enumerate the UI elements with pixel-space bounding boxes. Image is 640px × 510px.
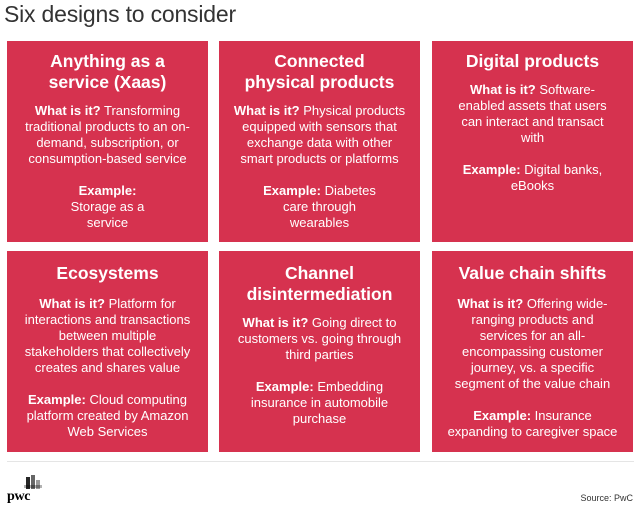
example-label: Example: <box>78 183 137 198</box>
page-title: Six designs to consider <box>4 1 236 27</box>
card-digital-products: Digital products What is it? Software-en… <box>432 41 633 242</box>
card-title: Digital products <box>465 51 600 71</box>
card-channel-disintermediation: Channel disintermediation What is it? Go… <box>219 251 420 452</box>
what-text: Transforming traditional products to an … <box>25 103 190 166</box>
footer-divider <box>7 461 634 462</box>
example-text: Embedding insurance in automobile purcha… <box>250 379 389 426</box>
example-label: Example: <box>263 183 321 198</box>
card-example: Example: Digital banks, eBooks <box>442 162 623 194</box>
card-what: What is it? Software-enabled assets that… <box>442 82 623 146</box>
what-text: Offering wide-ranging products and servi… <box>454 296 611 391</box>
example-text: Digital banks, eBooks <box>510 162 603 193</box>
card-example: Example: Embedding insurance in automobi… <box>229 379 410 427</box>
example-text: Diabetes care through wearables <box>283 183 376 230</box>
what-label: What is it? <box>242 315 309 330</box>
card-what: What is it? Transforming traditional pro… <box>17 103 198 167</box>
example-text: Storage as a service <box>70 199 145 230</box>
what-label: What is it? <box>470 82 536 97</box>
what-text: Physical products equipped with sensors … <box>240 103 406 166</box>
card-what: What is it? Offering wide-ranging produc… <box>442 296 623 392</box>
card-title: Ecosystems <box>56 263 159 283</box>
designs-grid: Anything as a service (Xaas) What is it?… <box>7 41 634 452</box>
example-text: Cloud computing platform created by Amaz… <box>26 392 189 439</box>
card-title: Connected physical products <box>244 51 395 92</box>
what-label: What is it? <box>34 103 101 118</box>
card-title: Value chain shifts <box>458 263 607 283</box>
what-label: What is it? <box>233 103 300 118</box>
card-value-chain-shifts: Value chain shifts What is it? Offering … <box>432 251 633 452</box>
card-title: Anything as a service (Xaas) <box>48 51 167 92</box>
card-what: What is it? Physical products equipped w… <box>229 103 410 167</box>
example-label: Example: <box>462 162 521 177</box>
example-label: Example: <box>473 408 532 423</box>
card-what: What is it? Platform for interactions an… <box>17 296 198 376</box>
pwc-logo <box>6 475 46 505</box>
card-example: Example: Storage as a service <box>17 183 198 231</box>
card-xaas: Anything as a service (Xaas) What is it?… <box>7 41 208 242</box>
card-title: Channel disintermediation <box>246 263 393 304</box>
what-label: What is it? <box>457 296 524 311</box>
example-label: Example: <box>255 379 314 394</box>
what-text: Software-enabled assets that users can i… <box>458 82 607 145</box>
example-label: Example: <box>28 392 86 407</box>
card-example: Example: Cloud computing platform create… <box>17 392 198 440</box>
source-note: Source: PwC <box>580 493 633 503</box>
card-what: What is it? Going direct to customers vs… <box>229 315 410 363</box>
card-connected-products: Connected physical products What is it? … <box>219 41 420 242</box>
pwc-logo-text: pwc <box>7 489 31 504</box>
what-label: What is it? <box>39 296 105 311</box>
pwc-logo-mark-icon <box>24 475 42 489</box>
card-ecosystems: Ecosystems What is it? Platform for inte… <box>7 251 208 452</box>
example-text: Insurance expanding to caregiver space <box>447 408 618 439</box>
card-example: Example: Insurance expanding to caregive… <box>442 408 623 440</box>
what-text: Going direct to customers vs. going thro… <box>237 315 402 362</box>
card-example: Example: Diabetes care through wearables <box>229 183 410 231</box>
what-text: Platform for interactions and transactio… <box>24 296 191 375</box>
